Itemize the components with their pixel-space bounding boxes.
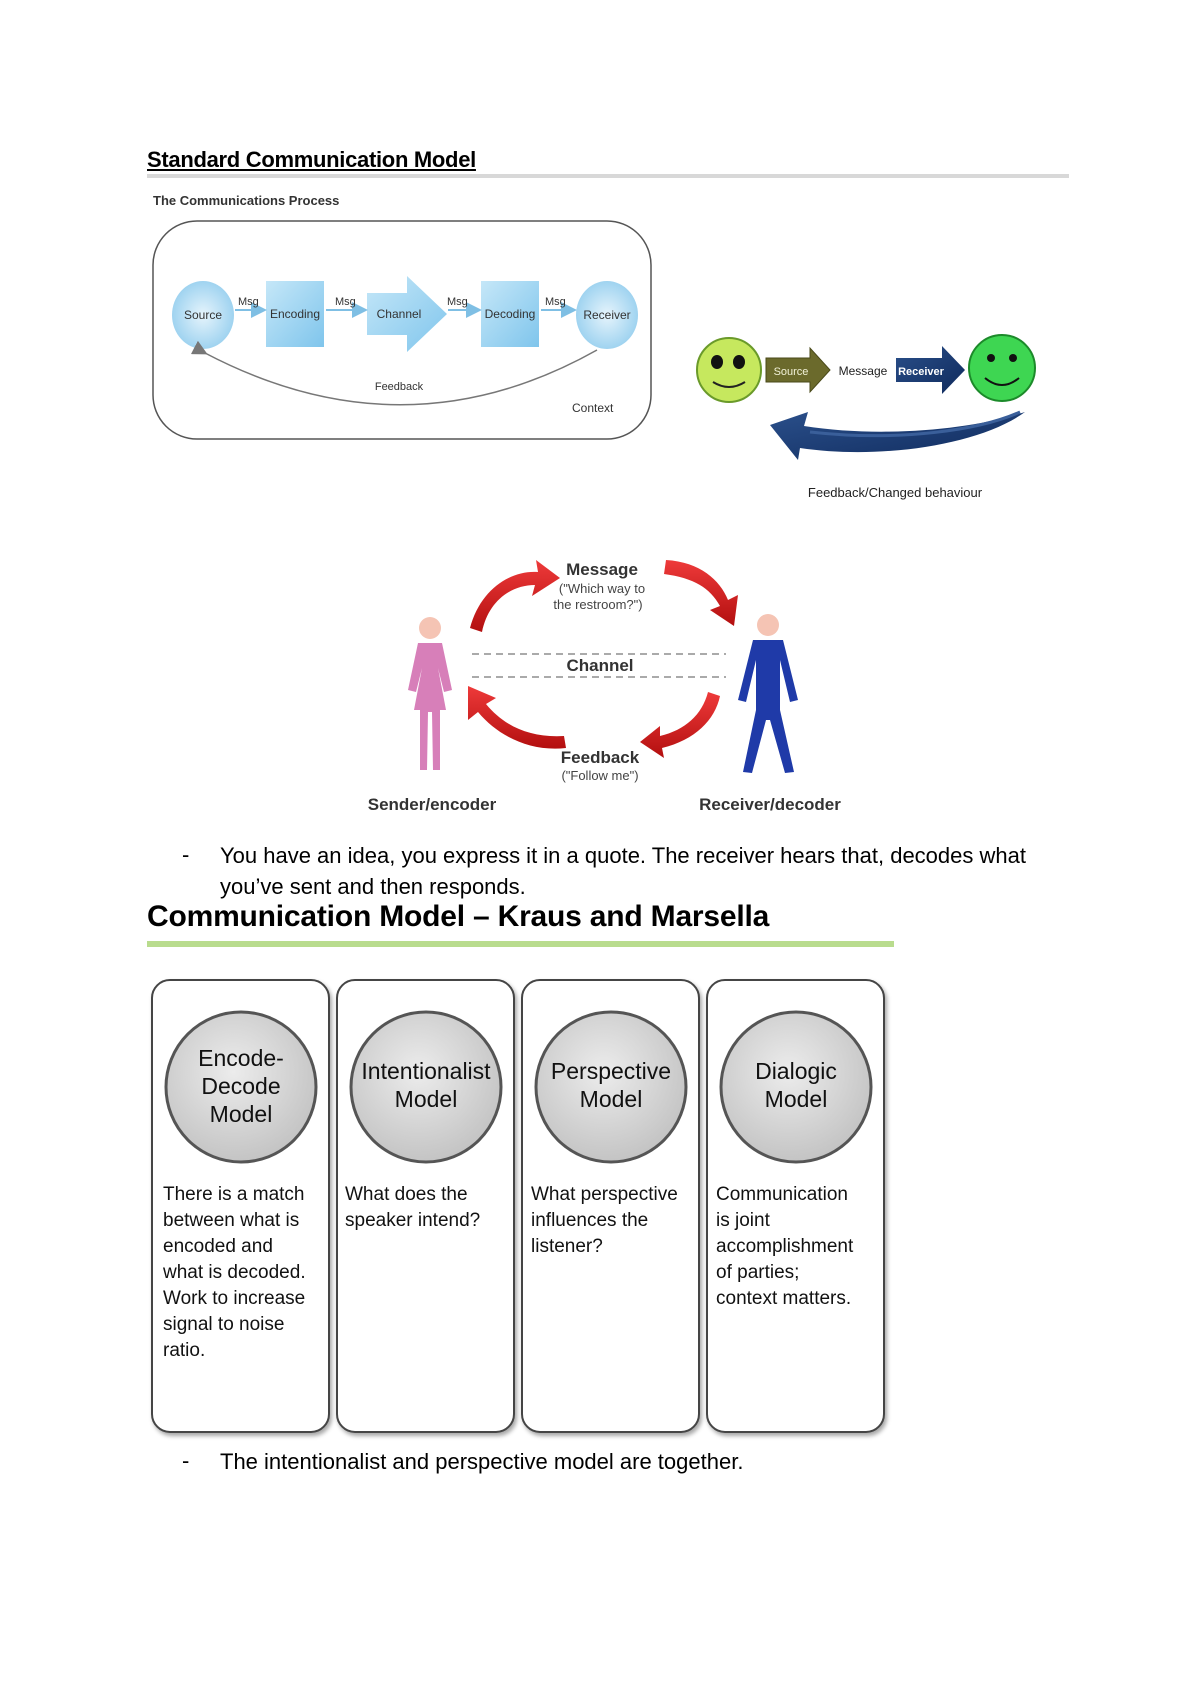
receiver-node	[576, 281, 638, 349]
smiley-mouth-icon	[712, 381, 746, 388]
communications-process-diagram: The Communications Process Source Encodi…	[152, 193, 652, 440]
people-feedback-title: Feedback	[561, 748, 640, 767]
model-title-line: Perspective	[551, 1058, 671, 1084]
model-disk-intentionalist	[349, 1010, 503, 1164]
model-desc-line: signal to noise	[163, 1314, 284, 1335]
people-receiver-label: Receiver/decoder	[699, 795, 841, 814]
feedback-curve	[190, 340, 598, 406]
model-desc-line: of parties;	[716, 1262, 799, 1283]
model-title-line: Intentionalist	[361, 1058, 491, 1084]
model-desc-line: What does the	[345, 1184, 468, 1205]
receiver-person-icon	[738, 614, 798, 773]
people-message-quote-line1: ("Which way to	[559, 581, 645, 596]
encoding-node	[266, 281, 324, 347]
model-desc-line: influences the	[531, 1210, 648, 1231]
smiley-mouth-icon	[984, 377, 1020, 386]
model-desc-line: encoded and	[163, 1236, 273, 1257]
source-label: Source	[184, 308, 222, 322]
process-title: The Communications Process	[153, 193, 339, 208]
smiley-eye-icon	[733, 355, 745, 369]
faces-feedback-label: Feedback/Changed behaviour	[808, 485, 983, 500]
smiley-eye-icon	[1009, 354, 1017, 362]
bullet-dash: -	[182, 1448, 190, 1473]
sender-receiver-diagram: Message ("Which way to the restroom?") C…	[368, 560, 841, 814]
receiver-arrow-icon	[896, 346, 965, 394]
msg-label: Msg	[545, 296, 566, 308]
message-arrow-left-icon	[470, 560, 560, 632]
heading-underline-rule	[147, 174, 1069, 178]
model-title-line: Decode	[201, 1073, 280, 1099]
model-title-line: Encode-	[198, 1045, 284, 1071]
encoding-label: Encoding	[270, 307, 320, 321]
smiley-eye-icon	[987, 354, 995, 362]
section-heading-kraus-marsella: Communication Model – Kraus and Marsella	[147, 900, 770, 933]
model-desc-line: between what is	[163, 1210, 299, 1231]
context-label: Context	[572, 401, 614, 415]
model-title-line: Model	[210, 1101, 273, 1127]
feedback-label: Feedback	[375, 381, 424, 393]
message-arrow-right-icon	[664, 560, 738, 626]
heading-green-rule	[147, 941, 894, 947]
smiley-eye-icon	[711, 355, 723, 369]
model-desc-line: Communication	[716, 1184, 848, 1205]
people-channel-label: Channel	[566, 656, 633, 675]
bullet-dash: -	[182, 842, 190, 867]
feedback-arrow-left-icon	[468, 686, 566, 749]
model-disk-encode-decode	[164, 1010, 318, 1164]
model-desc-line: listener?	[531, 1236, 603, 1257]
section-heading-standard-model: Standard Communication Model	[147, 147, 476, 172]
model-desc-line: accomplishment	[716, 1236, 854, 1257]
model-disk-dialogic	[719, 1010, 873, 1164]
channel-label: Channel	[377, 307, 422, 321]
msg-label: Msg	[238, 296, 259, 308]
sender-person-icon	[408, 617, 452, 770]
smiley-feedback-diagram: Source Message Receiver Feedback/Changed…	[696, 334, 1036, 500]
people-message-quote-line2: the restroom?")	[553, 597, 642, 612]
model-desc-line: speaker intend?	[345, 1210, 480, 1231]
msg-label: Msg	[447, 296, 468, 308]
model-desc-line: What perspective	[531, 1184, 678, 1205]
people-message-title: Message	[566, 560, 638, 579]
model-title-line: Dialogic	[755, 1058, 837, 1084]
feedback-arrow-right-icon	[640, 692, 720, 758]
model-title-line: Model	[580, 1086, 643, 1112]
model-desc-line: context matters.	[716, 1288, 851, 1309]
faces-receiver-label: Receiver	[898, 366, 945, 378]
sender-smiley-icon	[696, 337, 762, 403]
model-title-line: Model	[765, 1086, 828, 1112]
bullet-paragraph: You have an idea, you express it in a qu…	[220, 840, 1120, 902]
faces-message-label: Message	[839, 364, 888, 378]
model-desc-line: There is a match	[163, 1184, 305, 1205]
model-desc-line: ratio.	[163, 1340, 205, 1361]
receiver-label: Receiver	[583, 308, 630, 322]
decoding-node	[481, 281, 539, 347]
faces-source-label: Source	[774, 366, 809, 378]
model-desc-line: is joint	[716, 1210, 771, 1231]
people-feedback-quote: ("Follow me")	[561, 768, 638, 783]
source-arrow-icon	[765, 346, 831, 394]
model-disk-perspective	[534, 1010, 688, 1164]
channel-node	[367, 276, 447, 352]
msg-label: Msg	[335, 296, 356, 308]
decoding-label: Decoding	[485, 307, 536, 321]
feedback-curved-arrow-highlight	[809, 410, 1021, 438]
bullet-line-1: You have an idea, you express it in a qu…	[220, 843, 1026, 868]
source-node	[172, 281, 234, 349]
model-title-line: Model	[395, 1086, 458, 1112]
channel-label-bg	[560, 656, 640, 675]
receiver-smiley-icon	[968, 334, 1036, 402]
bullet-line-2: you’ve sent and then responds.	[220, 874, 526, 899]
kraus-marsella-models-diagram: Encode- Decode Model Intentionalist Mode…	[151, 979, 885, 1433]
bullet-paragraph-2: The intentionalist and perspective model…	[220, 1449, 744, 1474]
model-desc-line: Work to increase	[163, 1288, 305, 1309]
people-sender-label: Sender/encoder	[368, 795, 497, 814]
model-desc-line: what is decoded.	[162, 1262, 306, 1283]
